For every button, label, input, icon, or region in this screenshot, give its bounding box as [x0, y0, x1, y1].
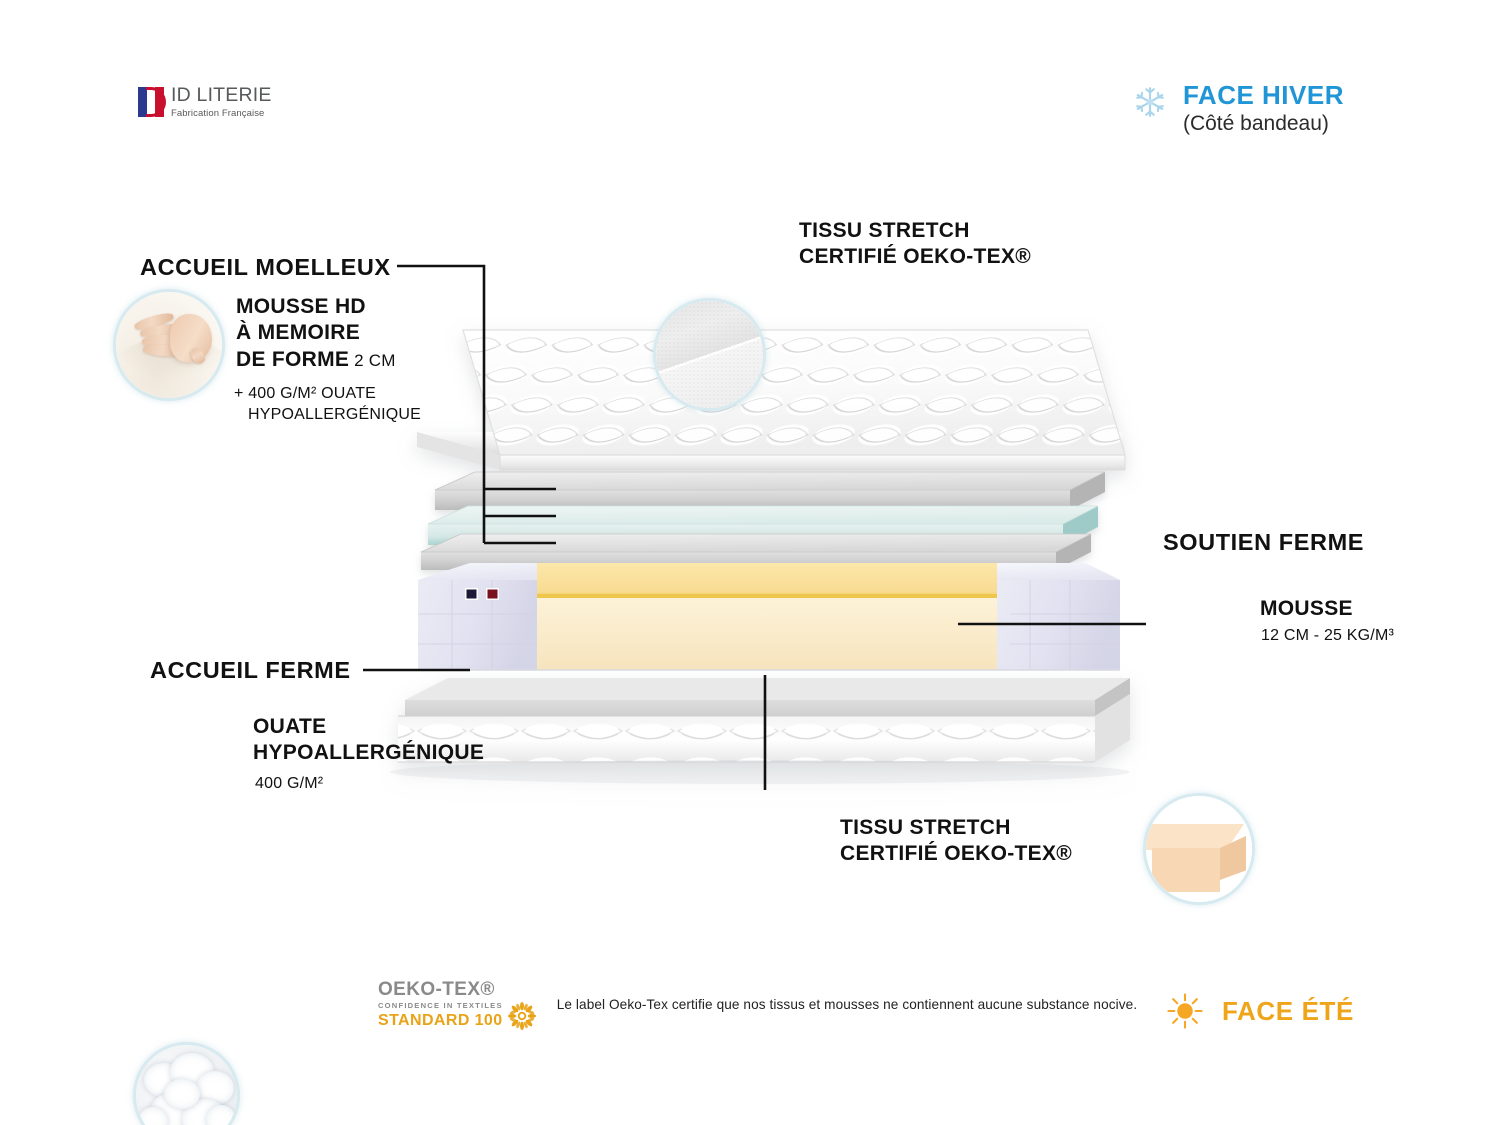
face-ete-label: FACE ÉTÉ: [1166, 992, 1354, 1030]
soft-comfort-detail-2: HYPOALLERGÉNIQUE: [248, 405, 422, 423]
oeko-tex-logo-line3: STANDARD 100: [378, 1011, 503, 1029]
oeko-tex-logo: OEKO-TEX® CONFIDENCE IN TEXTILES STANDAR…: [378, 979, 536, 1030]
hand-on-memory-foam-icon: [113, 289, 225, 401]
snowflake-icon: [1136, 87, 1164, 117]
top-fabric-line2: CERTIFIÉ OEKO-TEX®: [799, 245, 1032, 269]
soft-comfort-line2: À MEMOIRE: [236, 321, 361, 345]
firm-comfort-line1: OUATE: [253, 715, 327, 738]
oeko-tex-flower-icon: [507, 1001, 536, 1030]
firm-comfort-text: OUATE HYPOALLERGÉNIQUE: [253, 714, 484, 767]
firm-comfort-detail: 400 G/M²: [255, 775, 324, 792]
soft-comfort-line3: DE FORME: [236, 347, 350, 371]
layer-quilted-bottom-panel: [390, 678, 1130, 784]
top-fabric-line1: TISSU STRETCH: [799, 219, 970, 242]
brand-logo: ID LITERIE Fabrication Française: [138, 84, 272, 119]
oeko-tex-logo-line1: OEKO-TEX®: [378, 979, 495, 1000]
soft-comfort-detail-1: + 400 G/M² OUATE: [234, 385, 377, 402]
brand-name: ID LITERIE: [171, 84, 272, 106]
bottom-fabric-line1: TISSU STRETCH: [840, 816, 1011, 839]
heading-soutien-ferme: SOUTIEN FERME: [1163, 529, 1365, 555]
firm-support-line1: MOUSSE: [1260, 597, 1353, 620]
face-ete-title: FACE ÉTÉ: [1222, 995, 1354, 1026]
hypoallergenic-fiber-icon: [133, 1042, 240, 1125]
oeko-tex-logo-line2: CONFIDENCE IN TEXTILES: [378, 1001, 503, 1010]
face-hiver-label: FACE HIVER (Côté bandeau): [1133, 80, 1344, 136]
soft-comfort-thickness: 2 CM: [354, 350, 396, 370]
oeko-tex-note: Le label Oeko-Tex certifie que nos tissu…: [556, 996, 1138, 1012]
face-hiver-subtitle: (Côté bandeau): [1182, 112, 1329, 136]
bottom-fabric-line2: CERTIFIÉ OEKO-TEX®: [840, 842, 1073, 866]
face-hiver-title: FACE HIVER: [1182, 80, 1344, 110]
firm-support-text: MOUSSE: [1260, 596, 1353, 622]
heading-accueil-moelleux: ACCUEIL MOELLEUX: [140, 254, 391, 280]
stretch-fabric-swatch-icon-top: [653, 298, 766, 411]
layer-gray-fiber-lower: [420, 533, 1092, 570]
soft-comfort-detail: + 400 G/M² OUATE HYPOALLERGÉNIQUE: [234, 384, 421, 426]
sun-icon: [1167, 993, 1203, 1029]
layer-gray-fiber-upper: [434, 471, 1106, 510]
bottom-fabric-text: TISSU STRETCH CERTIFIÉ OEKO-TEX®: [840, 815, 1072, 868]
layer-foam-core-block: [418, 563, 1120, 671]
brand-tagline: Fabrication Française: [171, 107, 265, 119]
foam-block-icon: [1143, 793, 1255, 905]
firm-comfort-line2: HYPOALLERGÉNIQUE: [253, 741, 485, 765]
layer-memory-foam: [427, 505, 1099, 545]
top-fabric-text: TISSU STRETCH CERTIFIÉ OEKO-TEX®: [799, 218, 1031, 271]
soft-comfort-text: MOUSSE HD À MEMOIRE DE FORME 2 CM: [236, 294, 396, 373]
soft-comfort-line1: MOUSSE HD: [236, 295, 366, 318]
firm-support-detail: 12 CM - 25 KG/M³: [1261, 627, 1395, 644]
oeko-tex-certification: OEKO-TEX® CONFIDENCE IN TEXTILES STANDAR…: [378, 979, 1138, 1030]
layer-quilted-top-panel: [417, 329, 1126, 471]
french-flag-icon: [138, 87, 166, 117]
heading-accueil-ferme: ACCUEIL FERME: [150, 657, 351, 683]
